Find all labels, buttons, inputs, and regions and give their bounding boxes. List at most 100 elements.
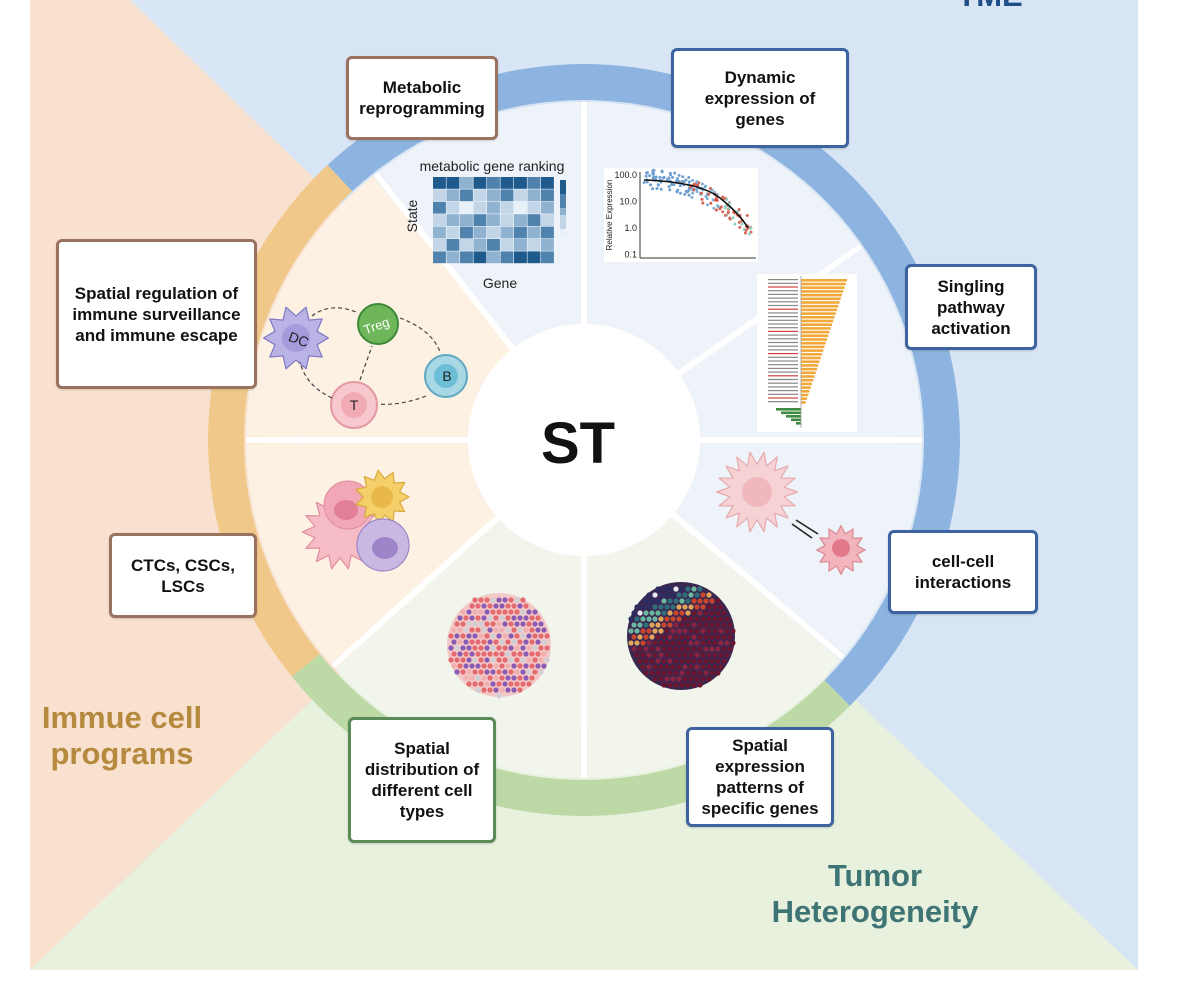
barplot-bar [801,349,824,352]
spot-map-gene-expression-spot [727,634,733,640]
heatmap-cell [433,177,446,189]
spot-map-cell-types-spot [505,639,511,645]
heatmap-cell [514,214,527,226]
spot-map-gene-expression-spot [724,652,730,658]
heatmap-cell [446,201,460,214]
spot-map-cell-types-spot [463,627,469,633]
barplot-bar [801,367,817,371]
spot-map-cell-types-spot [499,663,505,669]
spot-map-gene-expression-spot [634,640,640,646]
spot-map-cell-types-spot [460,633,466,639]
heatmap-cell [473,177,487,189]
spot-map-cell-types-spot [502,633,508,639]
spot-map-cell-types-spot [475,603,481,609]
scatter-point [659,187,663,191]
scatter-point [723,206,727,210]
spot-map-cell-types-spot [493,651,499,657]
heatmap-cell [460,177,473,189]
spot-map-cell-types-spot [535,663,541,669]
spot-map-gene-expression-spot [667,658,673,664]
heatmap-cell [527,251,541,264]
spot-map-gene-expression-spot [703,610,709,616]
scatter-point [701,201,705,205]
spot-map-cell-types-spot [448,645,454,651]
spot-map-cell-types-spot [460,669,466,675]
spot-map-cell-types-spot [517,687,523,693]
heatmap-colorbar [560,194,566,201]
barplot-bar [801,334,829,338]
spot-map-cell-types-spot [466,621,472,627]
heatmap-colorbar [560,229,566,236]
spot-map-cell-types-spot [475,615,481,621]
heatmap-cell [487,251,500,264]
spot-map-cell-types-spot [454,669,460,675]
spot-map-gene-expression-spot [646,640,652,646]
spot-map-cell-types-spot [529,627,535,633]
spot-map-gene-expression-spot [682,676,688,682]
spot-map-cell-types-spot [511,651,517,657]
spot-map-gene-expression-spot [685,598,691,604]
spot-map-gene-expression-spot [703,634,709,640]
spot-map-cell-types-spot [496,657,502,663]
scatter-point [748,232,752,236]
spot-map-gene-expression-spot [718,664,724,670]
box-cell-cell-interactions: cell-cell interactions [888,530,1038,614]
heatmap-cell [527,226,541,239]
spot-map-cell-types-spot [493,687,499,693]
barplot-label-line [768,319,798,321]
spot-map-cell-types-spot [469,639,475,645]
spot-map-gene-expression-spot [643,646,649,652]
spot-map-cell-types-spot [481,639,487,645]
scatter-point [691,191,695,195]
spot-map-gene-expression-spot [658,628,664,634]
spot-map-gene-expression-spot [664,676,670,682]
spot-map-cell-types-spot [463,639,469,645]
spot-map-cell-types-spot [499,675,505,681]
barplot-bar [801,286,845,289]
heatmap-cell [541,226,554,239]
spot-map-gene-expression-spot [652,664,658,670]
spot-map-cell-types-spot [514,597,520,603]
spot-map-cell-types-spot [511,627,517,633]
spot-map-cell-types-spot [538,669,544,675]
spot-map-cell-types-spot [454,621,460,627]
spot-map-gene-expression-spot [718,640,724,646]
spot-map-cell-types-spot [457,615,463,621]
spot-map-cell-types-spot [529,663,535,669]
spot-map-cell-types-spot [502,657,508,663]
spot-map-gene-expression-spot [655,622,661,628]
spot-map-gene-expression-spot [670,604,676,610]
heatmap-cell [500,226,514,239]
spot-map-cell-types-spot [511,615,517,621]
spot-map-cell-types-spot [517,675,523,681]
spot-map-gene-expression-spot [658,664,664,670]
spot-map-gene-expression-spot [685,634,691,640]
barplot-label-line [768,375,798,377]
spot-map-gene-expression-spot [634,616,640,622]
spot-map-gene-expression-spot [715,634,721,640]
spot-map-cell-types-spot [487,627,493,633]
spot-map-gene-expression-spot [697,586,703,592]
spot-map-gene-expression-spot [685,586,691,592]
spot-map-cell-types-spot [523,639,529,645]
spot-map-gene-expression-spot [694,592,700,598]
scatter-point [691,178,695,182]
spot-map-gene-expression-spot [640,604,646,610]
spot-map-gene-expression-spot [646,628,652,634]
scatter-point [661,176,665,180]
spot-map-gene-expression-spot [688,628,694,634]
spot-map-gene-expression-spot [691,598,697,604]
spot-map-cell-types-spot [460,621,466,627]
spot-map-gene-expression-spot [649,610,655,616]
spot-map-cell-types-spot [526,633,532,639]
spot-map-cell-types-spot [469,675,475,681]
spot-map-cell-types-spot [487,603,493,609]
spot-map-gene-expression-spot [652,616,658,622]
spot-map-cell-types-spot [472,669,478,675]
spot-map-gene-expression-spot [706,592,712,598]
spot-map-gene-expression-spot [670,676,676,682]
spot-map-gene-expression-spot [646,664,652,670]
spot-map-cell-types-spot [472,645,478,651]
spot-map-gene-expression-spot [688,592,694,598]
spot-map-gene-expression-spot [709,670,715,676]
